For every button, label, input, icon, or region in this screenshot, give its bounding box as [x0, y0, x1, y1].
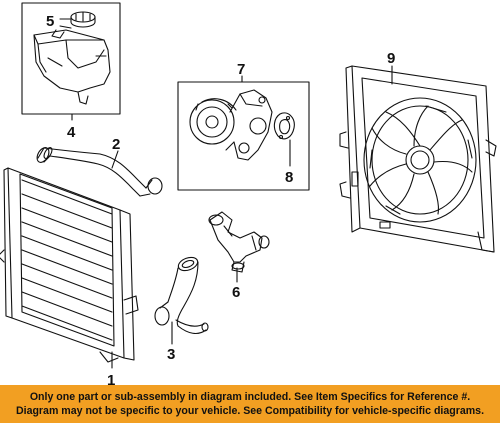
fan-shroud-assembly [339, 65, 497, 253]
lower-radiator-hose [154, 256, 209, 335]
water-pump-inset [177, 81, 310, 191]
callout-labels: 5 4 2 1 3 6 7 8 9 [46, 13, 395, 385]
cooling-fan [363, 97, 477, 223]
disclaimer-line-2: Diagram may not be specific to your vehi… [15, 405, 485, 417]
thermostat-housing [208, 211, 270, 273]
leader-5 [59, 25, 72, 29]
disclaimer-line-1: Only one part or sub-assembly in diagram… [29, 391, 471, 403]
callout-5: 5 [46, 13, 54, 30]
callout-9: 9 [387, 50, 395, 67]
expansion-tank [33, 29, 111, 105]
callout-8: 8 [285, 169, 293, 186]
pump-gasket [273, 112, 295, 140]
leader-lines [59, 25, 393, 369]
callout-1: 1 [107, 372, 115, 385]
callout-7: 7 [237, 61, 245, 78]
callout-6: 6 [232, 284, 240, 301]
callout-4: 4 [67, 124, 76, 141]
callout-2: 2 [112, 136, 120, 153]
upper-radiator-hose [36, 147, 163, 197]
callout-3: 3 [167, 346, 175, 363]
leader-2 [111, 150, 119, 169]
parts-diagram: 5 4 2 1 3 6 7 8 9 [0, 2, 497, 385]
radiator [0, 167, 139, 363]
disclaimer-banner: Only one part or sub-assembly in diagram… [0, 385, 500, 423]
water-pump [189, 89, 273, 161]
expansion-tank-inset [21, 2, 121, 115]
reservoir-cap [59, 11, 96, 28]
